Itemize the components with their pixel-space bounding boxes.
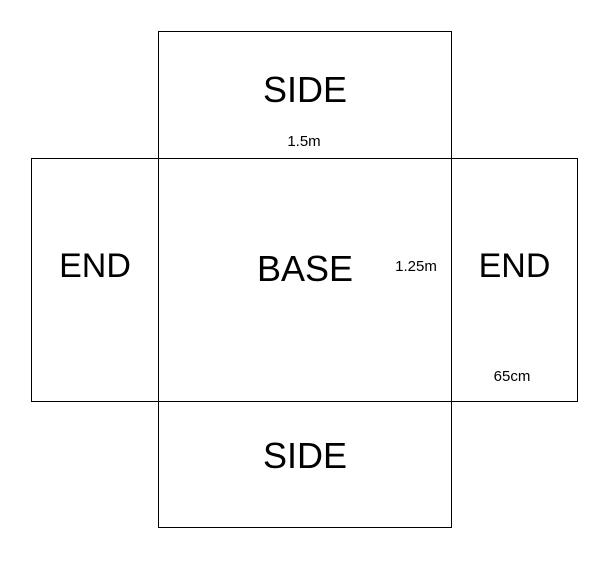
base-label: BASE bbox=[256, 248, 354, 289]
end-depth-dimension: 65cm bbox=[493, 368, 531, 385]
left-end-label: END bbox=[59, 247, 131, 285]
base-width-dimension: 1.25m bbox=[395, 258, 437, 275]
right-end-label: END bbox=[478, 247, 551, 285]
bottom-side-label: SIDE bbox=[262, 435, 348, 476]
right-end-panel bbox=[451, 158, 578, 402]
top-side-label: SIDE bbox=[262, 69, 348, 110]
base-length-dimension: 1.5m bbox=[287, 133, 321, 150]
bottom-side-panel bbox=[158, 401, 452, 528]
